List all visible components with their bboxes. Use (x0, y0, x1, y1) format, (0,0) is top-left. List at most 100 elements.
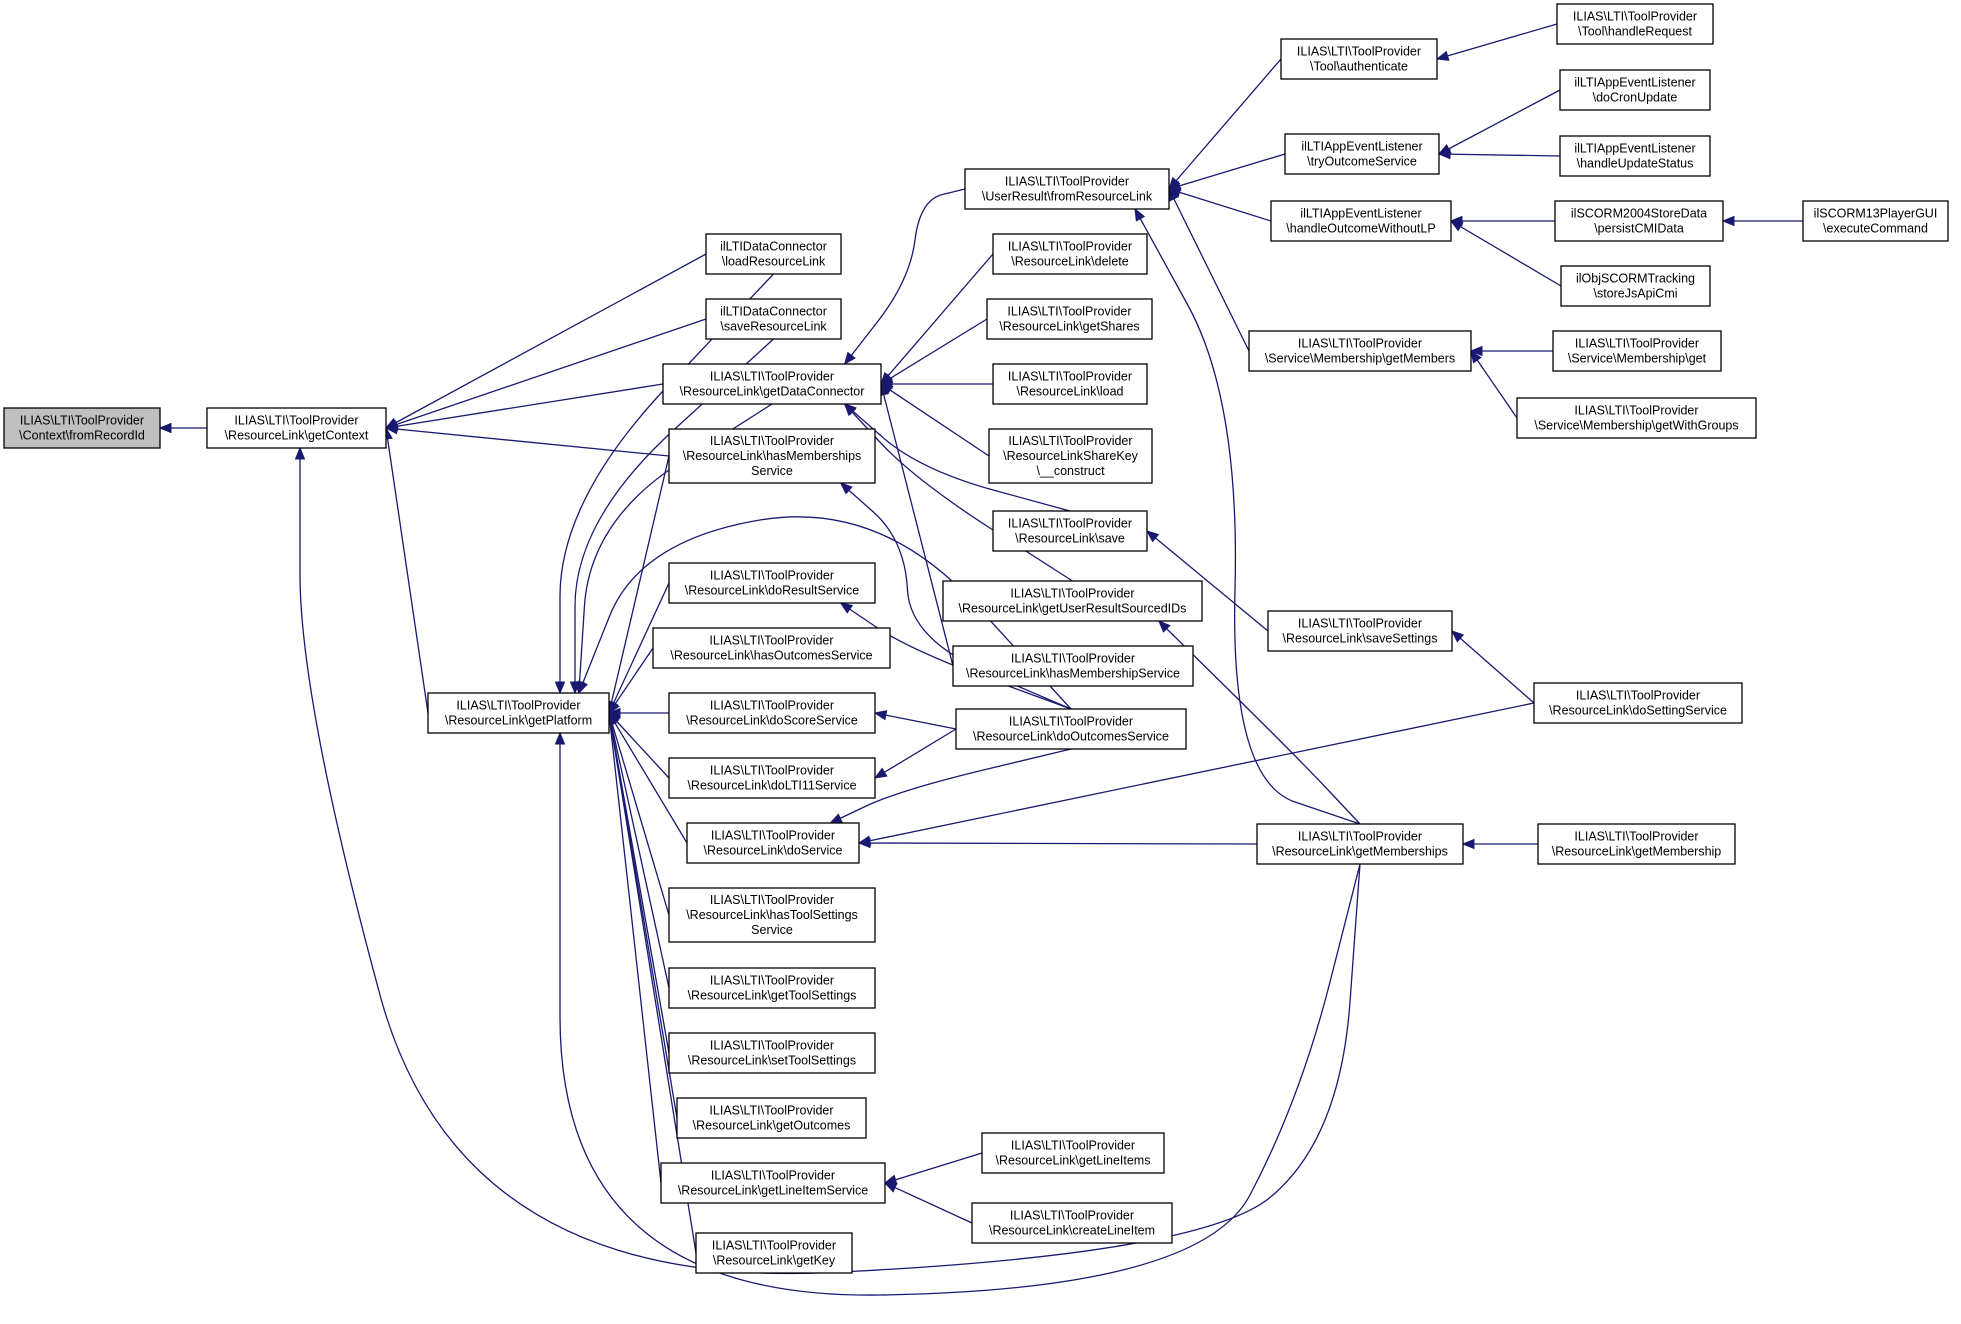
node-label-line: \Service\Membership\getWithGroups (1534, 419, 1738, 433)
node-box (964, 168, 1170, 210)
node-label-line: \Service\Membership\get (1568, 352, 1707, 366)
graph-node-tp-resourcelink-dosettingservice[interactable]: ILIAS\LTI\ToolProvider\ResourceLink\doSe… (1533, 682, 1743, 724)
call-edge (840, 482, 1072, 710)
graph-node-tp-resourcelink-getplatform[interactable]: ILIAS\LTI\ToolProvider\ResourceLink\getP… (427, 692, 610, 734)
graph-node-tp-resourcelink-getshares[interactable]: ILIAS\LTI\ToolProvider\ResourceLink\getS… (986, 298, 1153, 340)
node-label-line: \ResourceLink\createLineItem (989, 1224, 1155, 1238)
node-label-line: Service (751, 464, 793, 478)
graph-node-ilobjscormtracking-storejsapicmi[interactable]: ilObjSCORMTracking\storeJsApiCmi (1560, 265, 1711, 307)
node-box (988, 428, 1153, 484)
graph-node-tp-resourcelink-doservice[interactable]: ILIAS\LTI\ToolProvider\ResourceLink\doSe… (686, 822, 860, 864)
graph-node-tp-resourcelink-save[interactable]: ILIAS\LTI\ToolProvider\ResourceLink\save (992, 510, 1148, 552)
call-edge (608, 647, 654, 714)
node-label-line: \persistCMIData (1594, 222, 1684, 236)
call-edge (1451, 630, 1535, 704)
node-box (992, 510, 1148, 552)
node-label-line: ilSCORM2004StoreData (1571, 207, 1707, 221)
node-label-line: \ResourceLink\getPlatform (445, 714, 592, 728)
graph-node-tp-resourcelink-createlineitem[interactable]: ILIAS\LTI\ToolProvider\ResourceLink\crea… (971, 1202, 1173, 1244)
node-box (206, 407, 387, 449)
node-label-line: \Context\fromRecordId (19, 429, 145, 443)
call-edge (880, 383, 954, 667)
graph-node-tp-resourcelink-getcontext[interactable]: ILIAS\LTI\ToolProvider\ResourceLink\getC… (206, 407, 387, 449)
node-label-line: \doCronUpdate (1593, 91, 1678, 105)
graph-node-tp-resourcelink-getlineitemservice[interactable]: ILIAS\LTI\ToolProvider\ResourceLink\getL… (660, 1162, 886, 1204)
graph-node-tp-userresult-fromresourcelink[interactable]: ILIAS\LTI\ToolProvider\UserResult\fromRe… (964, 168, 1170, 210)
call-edge (884, 1182, 973, 1224)
graph-node-tp-resourcelink-dooutcomesservice[interactable]: ILIAS\LTI\ToolProvider\ResourceLink\doOu… (955, 708, 1187, 750)
node-box (652, 627, 891, 669)
graph-node-tp-resourcelink-doscoreservice[interactable]: ILIAS\LTI\ToolProvider\ResourceLink\doSc… (668, 692, 876, 734)
node-box (668, 887, 876, 943)
graph-node-illtiappeventlistener-docronupdate[interactable]: ilLTIAppEventListener\doCronUpdate (1559, 69, 1711, 111)
node-label-line: \ResourceLink\hasMembershipService (966, 667, 1180, 681)
graph-node-tp-context-fromrecordid[interactable]: ILIAS\LTI\ToolProvider\Context\fromRecor… (3, 407, 161, 449)
graph-node-illtiappeventlistener-handleupdatestatus[interactable]: ilLTIAppEventListener\handleUpdateStatus (1559, 135, 1711, 177)
node-box (662, 363, 882, 405)
graph-node-tp-resourcelink-getlineitems[interactable]: ILIAS\LTI\ToolProvider\ResourceLink\getL… (981, 1132, 1165, 1174)
graph-node-tp-resourcelink-gettoolsettings[interactable]: ILIAS\LTI\ToolProvider\ResourceLink\getT… (668, 967, 876, 1009)
node-label-line: \ResourceLink\doOutcomesService (973, 730, 1169, 744)
node-label-line: ILIAS\LTI\ToolProvider (711, 829, 835, 843)
node-label-line: \executeCommand (1823, 222, 1928, 236)
node-label-line: \Tool\authenticate (1310, 60, 1408, 74)
arrowhead (839, 482, 853, 495)
call-edge (1450, 220, 1562, 287)
graph-node-ilscorm13playergui-executecommand[interactable]: ilSCORM13PlayerGUI\executeCommand (1802, 200, 1949, 242)
arrowhead (1437, 148, 1451, 160)
node-label-line: ILIAS\LTI\ToolProvider (710, 699, 834, 713)
node-label-line: ILIAS\LTI\ToolProvider (1011, 652, 1135, 666)
node-layer: ILIAS\LTI\ToolProvider\Context\fromRecor… (3, 3, 1949, 1274)
node-box (1284, 133, 1440, 175)
graph-node-tp-resourcelink-load[interactable]: ILIAS\LTI\ToolProvider\ResourceLink\load (992, 363, 1148, 405)
call-edge (385, 427, 670, 457)
graph-node-tp-service-membership-getwithgroups[interactable]: ILIAS\LTI\ToolProvider\Service\Membershi… (1516, 397, 1757, 439)
node-label-line: ILIAS\LTI\ToolProvider (20, 414, 144, 428)
graph-node-tp-resourcelink-getmemberships[interactable]: ILIAS\LTI\ToolProvider\ResourceLink\getM… (1256, 823, 1464, 865)
node-box (1554, 200, 1724, 242)
graph-node-tp-resourcelink-getdataconnector[interactable]: ILIAS\LTI\ToolProvider\ResourceLink\getD… (662, 363, 882, 405)
graph-node-illtiappeventlistener-handleoutcomewithoutlp[interactable]: ilLTIAppEventListener\handleOutcomeWitho… (1270, 200, 1452, 242)
node-label-line: \ResourceLink\doService (704, 844, 843, 858)
graph-node-tp-resourcelink-savesettings[interactable]: ILIAS\LTI\ToolProvider\ResourceLink\save… (1267, 610, 1453, 652)
node-box (668, 428, 876, 484)
graph-node-tp-resourcelink-dolti11service[interactable]: ILIAS\LTI\ToolProvider\ResourceLink\doLT… (668, 757, 876, 799)
graph-node-illtidataconnector-loadresourcelink[interactable]: ilLTIDataConnector\loadResourceLink (705, 233, 842, 275)
graph-node-ilscorm2004storedata-persistcmidata[interactable]: ilSCORM2004StoreData\persistCMIData (1554, 200, 1724, 242)
graph-node-illtidataconnector-saveresourcelink[interactable]: ilLTIDataConnector\saveResourceLink (705, 298, 842, 340)
graph-node-tp-resourcelinksharekey-construct[interactable]: ILIAS\LTI\ToolProvider\ResourceLinkShare… (988, 428, 1153, 484)
arrowhead (1470, 349, 1482, 364)
node-label-line: ILIAS\LTI\ToolProvider (1574, 830, 1698, 844)
graph-node-tp-resourcelink-doresultservice[interactable]: ILIAS\LTI\ToolProvider\ResourceLink\doRe… (668, 562, 876, 604)
graph-node-tp-resourcelink-settoolsettings[interactable]: ILIAS\LTI\ToolProvider\ResourceLink\setT… (668, 1032, 876, 1074)
graph-node-tp-resourcelink-hasmembershipservice[interactable]: ILIAS\LTI\ToolProvider\ResourceLink\hasM… (952, 645, 1194, 687)
graph-node-illtiappeventlistener-tryoutcomeservice[interactable]: ilLTIAppEventListener\tryOutcomeService (1284, 133, 1440, 175)
node-label-line: \ResourceLink\getUserResultSourcedIDs (959, 602, 1187, 616)
call-edge (608, 582, 670, 714)
graph-node-tp-tool-handlerequest[interactable]: ILIAS\LTI\ToolProvider\Tool\handleReques… (1556, 3, 1714, 45)
graph-node-tp-resourcelink-getmembership[interactable]: ILIAS\LTI\ToolProvider\ResourceLink\getM… (1537, 823, 1736, 865)
graph-node-tp-service-membership-get[interactable]: ILIAS\LTI\ToolProvider\Service\Membershi… (1552, 330, 1722, 372)
call-edge (385, 383, 664, 429)
call-edge (559, 733, 1361, 1296)
graph-node-tp-resourcelink-hasoutcomesservice[interactable]: ILIAS\LTI\ToolProvider\ResourceLink\hasO… (652, 627, 891, 669)
graph-node-tp-resourcelink-getoutcomes[interactable]: ILIAS\LTI\ToolProvider\ResourceLink\getO… (676, 1097, 867, 1139)
graph-node-tp-resourcelink-hastoolsettings-service[interactable]: ILIAS\LTI\ToolProvider\ResourceLink\hasT… (668, 887, 876, 943)
node-label-line: \ResourceLink\getShares (999, 320, 1139, 334)
node-box (1560, 265, 1711, 307)
node-box (942, 580, 1203, 622)
graph-node-tp-service-membership-getmembers[interactable]: ILIAS\LTI\ToolProvider\Service\Membershi… (1248, 330, 1472, 372)
node-label-line: ilLTIAppEventListener (1574, 142, 1695, 156)
graph-node-tp-resourcelink-delete[interactable]: ILIAS\LTI\ToolProvider\ResourceLink\dele… (992, 233, 1148, 275)
graph-node-tp-tool-authenticate[interactable]: ILIAS\LTI\ToolProvider\Tool\authenticate (1280, 38, 1438, 80)
call-edge (880, 253, 994, 385)
arrowhead (608, 700, 620, 715)
node-box (986, 298, 1153, 340)
graph-node-tp-resourcelink-hasmemberships-service[interactable]: ILIAS\LTI\ToolProvider\ResourceLink\hasM… (668, 428, 876, 484)
graph-node-tp-resourcelink-getkey[interactable]: ILIAS\LTI\ToolProvider\ResourceLink\getK… (695, 1232, 853, 1274)
graph-node-tp-resourcelink-getuserresultsourcedids[interactable]: ILIAS\LTI\ToolProvider\ResourceLink\getU… (942, 580, 1203, 622)
node-label-line: \UserResult\fromResourceLink (982, 190, 1153, 204)
node-box (705, 233, 842, 275)
call-edge (574, 338, 774, 693)
